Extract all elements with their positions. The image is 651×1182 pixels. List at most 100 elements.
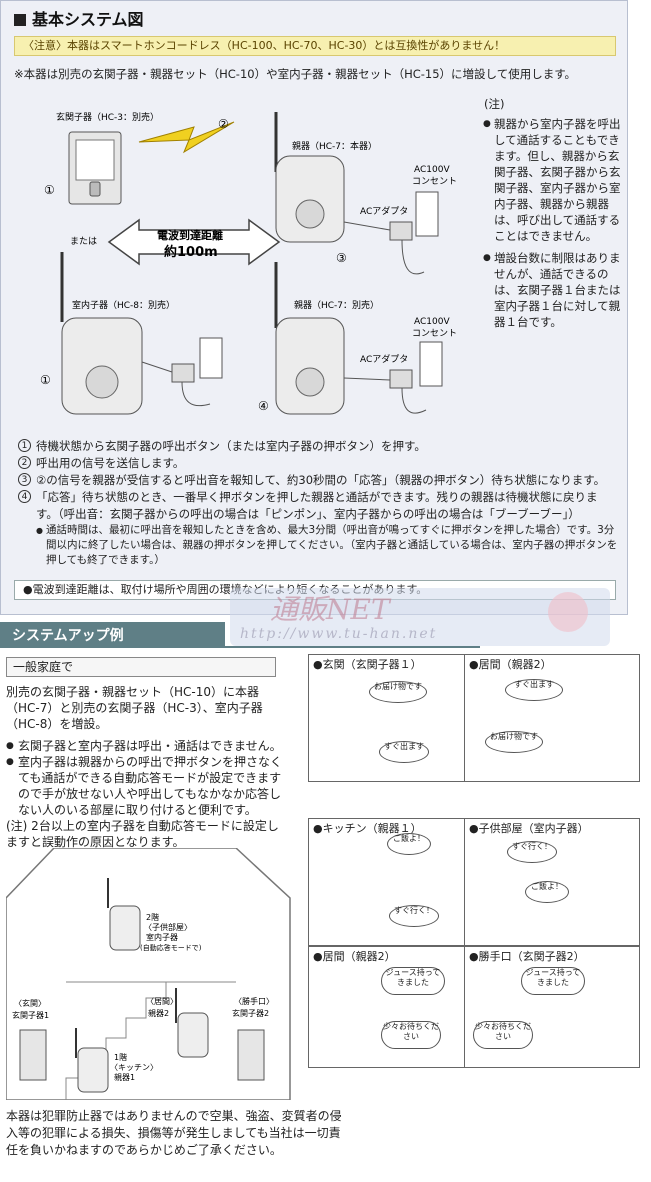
step-number: 3	[18, 473, 31, 486]
auto-answer-note: (注) 2台以上の室内子器を自動応答モードに設定しますと誤動作の原因となります。	[6, 819, 279, 849]
dev2-label: 室内子器	[146, 932, 178, 942]
scene-panel-kitchen: ●キッチン（親器１） ご飯よ！ すぐ行く！	[308, 818, 484, 946]
floor1-label: 1階	[114, 1052, 127, 1062]
genkan-unit-icon	[68, 131, 122, 205]
speech-bubble: ご飯よ！	[387, 833, 431, 855]
range-value: 約100m	[164, 244, 218, 260]
genkan-dev-label: 玄関子器1	[12, 1010, 49, 1020]
home-bullets: 玄関子器と室内子器は呼出・通話はできません。 室内子器は親器からの呼出で押ボタン…	[6, 738, 284, 818]
step-marker-1: ①	[44, 183, 55, 197]
intro-text: ※本器は別売の玄関子器・親器セット（HC-10）や室内子器・親器セット（HC-1…	[14, 67, 577, 81]
adapter-label-1: ACアダプタ	[360, 205, 408, 217]
mode2-label: (自動応答モードで)	[140, 943, 202, 952]
panel-title: ●キッチン（親器１）	[313, 822, 422, 835]
ac-label-1: AC100V	[414, 165, 450, 175]
step-marker-4: ④	[258, 399, 269, 413]
scene-panel-katte: ●勝手口（玄関子器2） ジュース持ってきました 少々お待ちください	[464, 946, 640, 1068]
range-arrow-icon	[107, 218, 281, 266]
note-item: 増設台数に制限はありませんが、通話できるのは、玄関子器１台または室内子器１台に対…	[483, 250, 622, 330]
outlet-label-2: コンセント	[412, 328, 457, 339]
watermark-band	[230, 588, 610, 646]
adapter-label-2: ACアダプタ	[360, 353, 408, 365]
step-text: ②の信号を親器が受信すると呼出音を報知して、約30秒間の「応答」（親器の押ボタン…	[36, 473, 606, 487]
scene-panel-ima: ●居間（親器2） すぐ出ます お届け物です	[464, 654, 640, 782]
ima-room-label: 〈居間〉	[146, 997, 178, 1006]
step-marker-1b: ①	[40, 373, 51, 387]
system-up-title: システムアップ例	[12, 628, 124, 644]
disclaimer: 本器は犯罪防止器ではありませんので空巣、強盗、変質者の侵入等の犯罪による損失、損…	[6, 1109, 342, 1157]
scene-panel-kodomo: ●子供部屋（室内子器） すぐ行く！ ご飯よ！	[464, 818, 640, 946]
panel-title: ●勝手口（玄関子器2）	[469, 950, 585, 963]
step-item: 1 待機状態から玄関子器の呼出ボタン（または室内子器の押ボタン）を押す。	[18, 438, 618, 455]
step-marker-2: ②	[218, 117, 229, 131]
oyaki-unit-icon	[274, 112, 345, 243]
speech-bubble: 少々お待ちください	[473, 1021, 533, 1049]
step-item: 3 ②の信号を親器が受信すると呼出音を報知して、約30秒間の「応答」（親器の押ボタ…	[18, 472, 618, 489]
house-diagram: 2階 〈子供部屋〉 室内子器 (自動応答モードで) 〈玄関〉 玄関子器1 〈居間…	[6, 848, 291, 1100]
adapter-icon-2	[171, 363, 195, 383]
header-rule	[0, 646, 480, 648]
outlet-icon	[415, 191, 439, 237]
room2-label: 〈子供部屋〉	[144, 922, 192, 932]
home-example-label: 一般家庭で	[6, 657, 276, 677]
watermark-url: http://www.tu-han.net	[240, 626, 438, 642]
step-number: 4	[18, 490, 31, 503]
panel-title: ●居間（親器2）	[469, 658, 552, 671]
section-title: 基本システム図	[14, 6, 144, 30]
oyaki-unit-icon	[177, 1012, 209, 1058]
outlet-icon-3	[419, 341, 443, 387]
notes-label: (注)	[484, 97, 505, 111]
speech-bubble: お届け物です	[485, 731, 543, 753]
ima-dev-label: 親器2	[148, 1008, 169, 1018]
kitchen-room-label: 〈キッチン〉	[110, 1063, 158, 1072]
scene-panel-genkan: ●玄関（玄関子器１） お届け物です すぐ出ます	[308, 654, 484, 782]
step-marker-3: ③	[336, 251, 347, 265]
note-item: 親器から室内子器を呼出して通話することもできます。但し、親器から玄関子器、玄関子…	[483, 116, 622, 244]
or-label: または	[70, 236, 97, 247]
outlet-icon-2	[199, 337, 223, 379]
range-label: 電波到達距離	[157, 228, 223, 242]
adapter-icon	[389, 221, 413, 241]
panel-title: ●居間（親器2）	[313, 950, 396, 963]
call-time-note: 通話時間は、最初に呼出音を報知したときを含め、最大3分間（呼出音が鳴ってすぐに押…	[18, 523, 618, 568]
notes-column: (注) 親器から室内子器を呼出して通話することもできます。但し、親器から玄関子器…	[483, 96, 622, 336]
panel-title: ●子供部屋（室内子器）	[469, 822, 589, 835]
step-text: 「応答」待ち状態のとき、一番早く押ボタンを押した親器と通話ができます。残りの親器…	[36, 490, 598, 521]
home-description: 別売の玄関子器・親器セット（HC-10）に本器（HC-7）と別売の玄関子器（HC…	[6, 685, 263, 731]
compatibility-notice: 〈注意〉本器はスマートホンコードレス（HC-100、HC-70、HC-30）とは…	[14, 36, 616, 56]
speech-bubble: すぐ出ます	[505, 679, 563, 701]
bullet-item: 玄関子器と室内子器は呼出・通話はできません。	[6, 738, 284, 754]
panel-title: ●玄関（玄関子器１）	[313, 658, 422, 671]
square-icon	[14, 14, 26, 26]
genkan-room-label: 〈玄関〉	[14, 998, 46, 1008]
genkan-unit-icon	[19, 1029, 47, 1081]
genkan-label: 玄関子器（HC-3：別売）	[56, 111, 159, 123]
speech-bubble: ジュース持ってきました	[521, 967, 585, 995]
indoor-unit-icon	[109, 905, 141, 951]
oyaki2-unit-icon	[274, 262, 345, 415]
ac-label-2: AC100V	[414, 317, 450, 327]
floor2-label: 2階	[146, 912, 159, 922]
speech-bubble: ご飯よ！	[525, 881, 569, 903]
step-text: 待機状態から玄関子器の呼出ボタン（または室内子器の押ボタン）を押す。	[36, 439, 426, 453]
kitchen-dev-label: 親器1	[114, 1072, 135, 1082]
step-item: 4 「応答」待ち状態のとき、一番早く押ボタンを押した親器と通話ができます。残りの親…	[18, 489, 618, 523]
signal-icon	[138, 121, 235, 154]
katte-room-label: 〈勝手口〉	[234, 996, 274, 1006]
speech-bubble: ジュース持ってきました	[381, 967, 445, 995]
step-number: 2	[18, 456, 31, 469]
outlet-label-1: コンセント	[412, 176, 457, 187]
katte-dev-label: 玄関子器2	[232, 1008, 269, 1018]
system-up-header	[0, 622, 225, 646]
watermark-text: 通販NET	[270, 593, 390, 626]
bullet-item: 室内子器は親器からの呼出で押ボタンを押さなくても通話ができる自動応答モードが設定…	[6, 754, 284, 818]
speech-bubble: お届け物です	[369, 681, 427, 703]
speech-bubble: すぐ行く！	[389, 905, 439, 927]
oyaki1-label: 親器（HC-7：本器）	[292, 140, 377, 152]
adapter-icon-3	[389, 369, 413, 389]
step-number: 1	[18, 439, 31, 452]
speech-bubble: すぐ出ます	[379, 741, 429, 763]
speech-bubble: 少々お待ちください	[381, 1021, 441, 1049]
